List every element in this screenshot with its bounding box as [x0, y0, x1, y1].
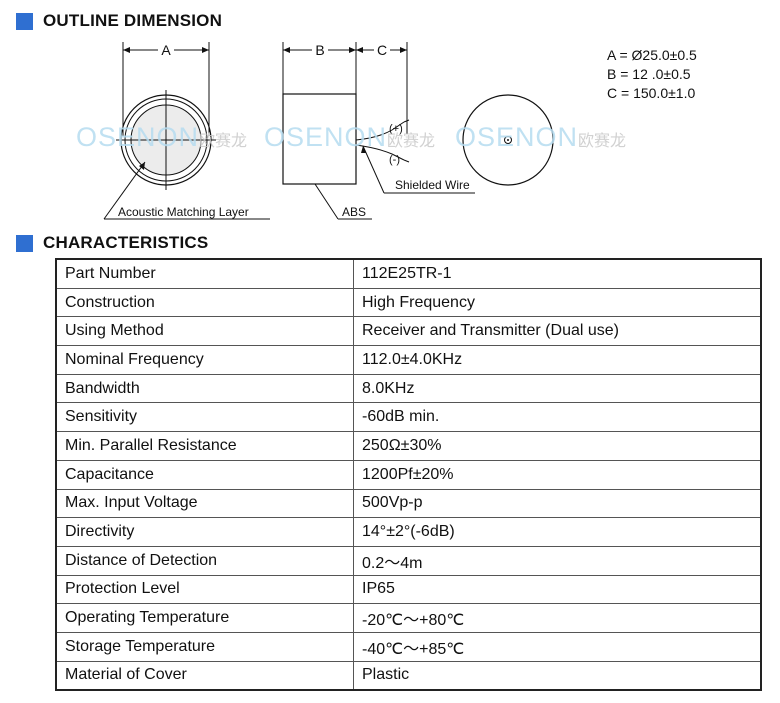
shielded-wire-label: Shielded Wire [395, 178, 470, 192]
row-key: Using Method [55, 316, 354, 347]
acoustic-layer-label: Acoustic Matching Layer [118, 205, 249, 219]
row-value: 112E25TR-1 [353, 258, 762, 289]
heading-square-icon [16, 12, 33, 30]
watermark-logo: OSENON欧赛龙 [455, 122, 627, 152]
row-value: 500Vp-p [353, 488, 762, 519]
row-key: Min. Parallel Resistance [55, 431, 354, 461]
spec-a: A = Ø25.0±0.5 [607, 47, 697, 63]
dimension-a-label: A [161, 42, 171, 58]
row-key: Material of Cover [55, 660, 354, 691]
row-key: Storage Temperature [55, 631, 354, 662]
characteristics-heading: CHARACTERISTICS [16, 233, 208, 253]
table-row: Operating Temperature-20℃～+80℃ [55, 603, 762, 633]
row-key: Capacitance [55, 459, 354, 490]
row-value: IP65 [353, 574, 762, 605]
back-view [462, 94, 554, 186]
row-value: 112.0±4.0KHz [353, 345, 762, 375]
negative-terminal-label: (-) [389, 154, 400, 166]
row-key: Directivity [55, 517, 354, 547]
row-key: Sensitivity [55, 402, 354, 433]
row-value: 14°±2°(-6dB) [353, 517, 762, 547]
row-value: High Frequency [353, 287, 762, 318]
spec-b: B = 12 .0±0.5 [607, 66, 691, 82]
table-row: Storage Temperature-40℃～+85℃ [55, 631, 762, 662]
row-key: Max. Input Voltage [55, 488, 354, 519]
outline-dimension-title: OUTLINE DIMENSION [43, 11, 223, 30]
row-key: Nominal Frequency [55, 345, 354, 375]
row-value: 0.2～4m [353, 545, 762, 576]
row-value: -60dB min. [353, 402, 762, 433]
characteristics-title: CHARACTERISTICS [43, 233, 209, 252]
table-row: Sensitivity-60dB min. [55, 402, 762, 433]
row-key: Distance of Detection [55, 545, 354, 576]
watermark-logo: OSENON欧赛龙 [264, 122, 436, 152]
row-key: Protection Level [55, 574, 354, 605]
front-view [103, 42, 270, 220]
outline-drawing: A Acoustic Matching Layer B C (+) (-) AB… [103, 42, 554, 220]
abs-label: ABS [342, 205, 366, 219]
row-value: Plastic [353, 660, 762, 691]
watermark-logo: OSENON欧赛龙 [76, 122, 248, 152]
dimension-c-label: C [377, 42, 387, 58]
row-value: -20℃～+80℃ [353, 603, 762, 633]
row-key: Construction [55, 287, 354, 318]
row-value: 250Ω±30% [353, 431, 762, 461]
row-key: Operating Temperature [55, 603, 354, 633]
row-value: -40℃～+85℃ [353, 631, 762, 662]
row-key: Bandwidth [55, 373, 354, 404]
heading-square-icon [16, 234, 33, 252]
spec-c: C = 150.0±1.0 [607, 85, 696, 101]
dimension-b-label: B [315, 42, 324, 58]
row-value: 1200Pf±20% [353, 459, 762, 490]
row-key: Part Number [55, 258, 354, 289]
positive-terminal-label: (+) [389, 123, 403, 135]
outline-dimension-heading: OUTLINE DIMENSION [16, 11, 222, 31]
row-value: 8.0KHz [353, 373, 762, 404]
row-value: Receiver and Transmitter (Dual use) [353, 316, 762, 347]
side-view [282, 42, 475, 220]
